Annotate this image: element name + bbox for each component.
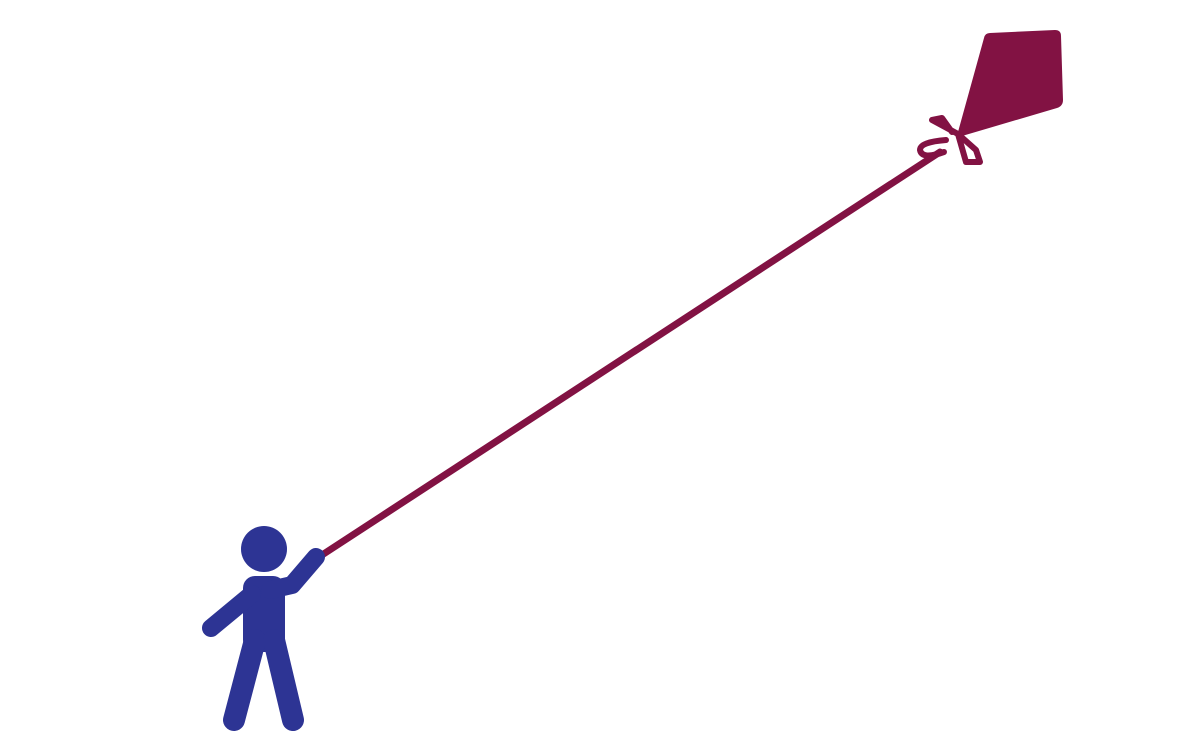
kite-body — [957, 30, 1063, 137]
kite-string — [318, 148, 944, 559]
kite-icon — [917, 30, 1063, 165]
person-left-leg — [223, 629, 266, 731]
person-lowered-arm — [202, 585, 261, 637]
person-head — [241, 526, 287, 572]
person-right-leg — [263, 629, 304, 731]
person-icon — [202, 526, 325, 731]
kite-bow — [917, 115, 983, 165]
person-raised-arm — [261, 548, 325, 599]
